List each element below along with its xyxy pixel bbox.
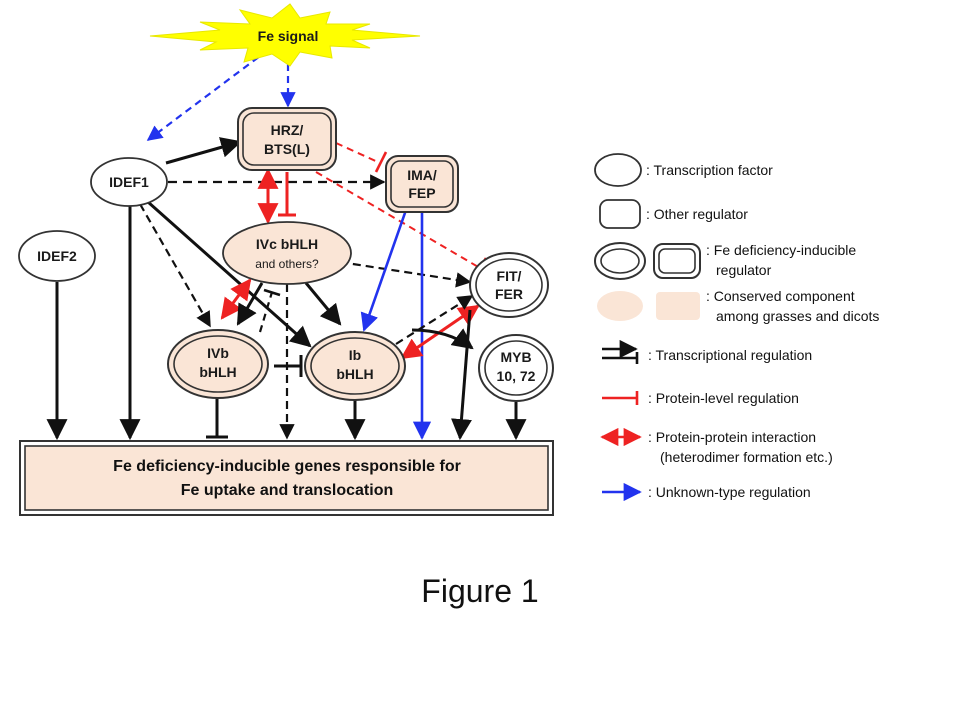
legend-protein-level-symbol bbox=[602, 391, 639, 405]
myb-label-line1: MYB bbox=[500, 349, 531, 365]
node-idef2: IDEF2 bbox=[18, 230, 96, 282]
hrz-label-line2: BTS(L) bbox=[264, 141, 310, 157]
legend-transcriptional-symbol bbox=[602, 339, 639, 364]
node-idef1: IDEF1 bbox=[90, 157, 168, 207]
edge-ivc-ivb bbox=[236, 282, 264, 326]
ib-label-line1: Ib bbox=[349, 347, 361, 363]
ivb-label-line1: IVb bbox=[207, 345, 229, 361]
edge-signal-idef1 bbox=[146, 49, 269, 141]
genes-label-line2: Fe uptake and translocation bbox=[181, 482, 393, 499]
node-target-genes: Fe deficiency-inducible genes responsibl… bbox=[19, 440, 554, 516]
legend-protein-level-label: : Protein-level regulation bbox=[648, 390, 799, 406]
idef2-label: IDEF2 bbox=[37, 248, 77, 264]
ima-label-line1: IMA/ bbox=[407, 167, 437, 183]
node-fe-signal: Fe signal bbox=[149, 3, 421, 67]
node-ivb-bhlh: IVb bHLH bbox=[167, 329, 269, 399]
edge-ivb-ivc bbox=[258, 291, 274, 333]
myb-label-line2: 10, 72 bbox=[497, 368, 536, 384]
legend-conserved-label-line2: among grasses and dicots bbox=[716, 308, 879, 324]
fe-signal-burst bbox=[149, 3, 421, 67]
figure-caption: Figure 1 bbox=[421, 573, 538, 609]
ivc-label-line1: IVc bHLH bbox=[256, 236, 318, 252]
legend-ppi-label-line2: (heterodimer formation etc.) bbox=[660, 449, 833, 465]
edge-ivc-ib bbox=[304, 282, 342, 326]
legend-tf-label: : Transcription factor bbox=[646, 162, 773, 178]
legend-tf-symbol bbox=[594, 153, 642, 187]
node-ib-bhlh: Ib bHLH bbox=[304, 331, 406, 401]
edge-hrz-ima bbox=[335, 142, 381, 164]
ivb-label-line2: bHLH bbox=[199, 364, 236, 380]
legend-conserved-label-line1: : Conserved component bbox=[706, 288, 855, 304]
legend-other-label: : Other regulator bbox=[646, 206, 748, 222]
legend-conserved-symbols bbox=[597, 291, 700, 321]
edge-idef1-ib bbox=[147, 200, 312, 348]
edge-ima-ib bbox=[360, 209, 408, 332]
legend-unknown-label: : Unknown-type regulation bbox=[648, 484, 811, 500]
edge-ivc-fit bbox=[339, 260, 472, 288]
node-fit-fer: FIT/ FER bbox=[469, 252, 549, 318]
edge-idef1-ivb bbox=[139, 203, 211, 328]
legend-inducible-symbols bbox=[594, 242, 701, 280]
idef1-label: IDEF1 bbox=[109, 174, 149, 190]
edge-fit-genes bbox=[451, 309, 472, 441]
edge-ivc-ivb-ppi bbox=[220, 278, 252, 320]
edge-ivb-ivc-bar bbox=[263, 288, 281, 297]
genes-label-line1: Fe deficiency-inducible genes responsibl… bbox=[113, 458, 461, 475]
edge-hrz-ima-bar bbox=[374, 151, 388, 173]
fe-signal-label: Fe signal bbox=[258, 28, 319, 44]
edge-ib-fit bbox=[395, 295, 474, 345]
node-myb: MYB 10, 72 bbox=[478, 334, 554, 402]
legend-transcriptional-label: : Transcriptional regulation bbox=[648, 347, 812, 363]
node-ima-fep: IMA/ FEP bbox=[385, 155, 459, 213]
ima-label-line2: FEP bbox=[408, 185, 435, 201]
hrz-label-line1: HRZ/ bbox=[271, 122, 304, 138]
fit-label-line2: FER bbox=[495, 286, 523, 302]
legend-inducible-label-line1: : Fe deficiency-inducible bbox=[706, 242, 856, 258]
edges bbox=[46, 49, 527, 441]
ib-label-line2: bHLH bbox=[336, 366, 373, 382]
legend-inducible-label-line2: regulator bbox=[716, 262, 772, 278]
edge-idef1-hrz bbox=[165, 137, 243, 165]
fit-label-line1: FIT/ bbox=[497, 268, 522, 284]
legend: : Transcription factor : Other regulator… bbox=[594, 153, 879, 502]
legend-ppi-label-line1: : Protein-protein interaction bbox=[648, 429, 816, 445]
edge-hrz-fit bbox=[315, 171, 481, 269]
legend-other-symbol bbox=[599, 199, 641, 229]
node-hrz-bts: HRZ/ BTS(L) bbox=[237, 107, 337, 171]
node-ivc-bhlh: IVc bHLH and others? bbox=[222, 221, 352, 285]
ivc-label-line2: and others? bbox=[255, 257, 319, 271]
